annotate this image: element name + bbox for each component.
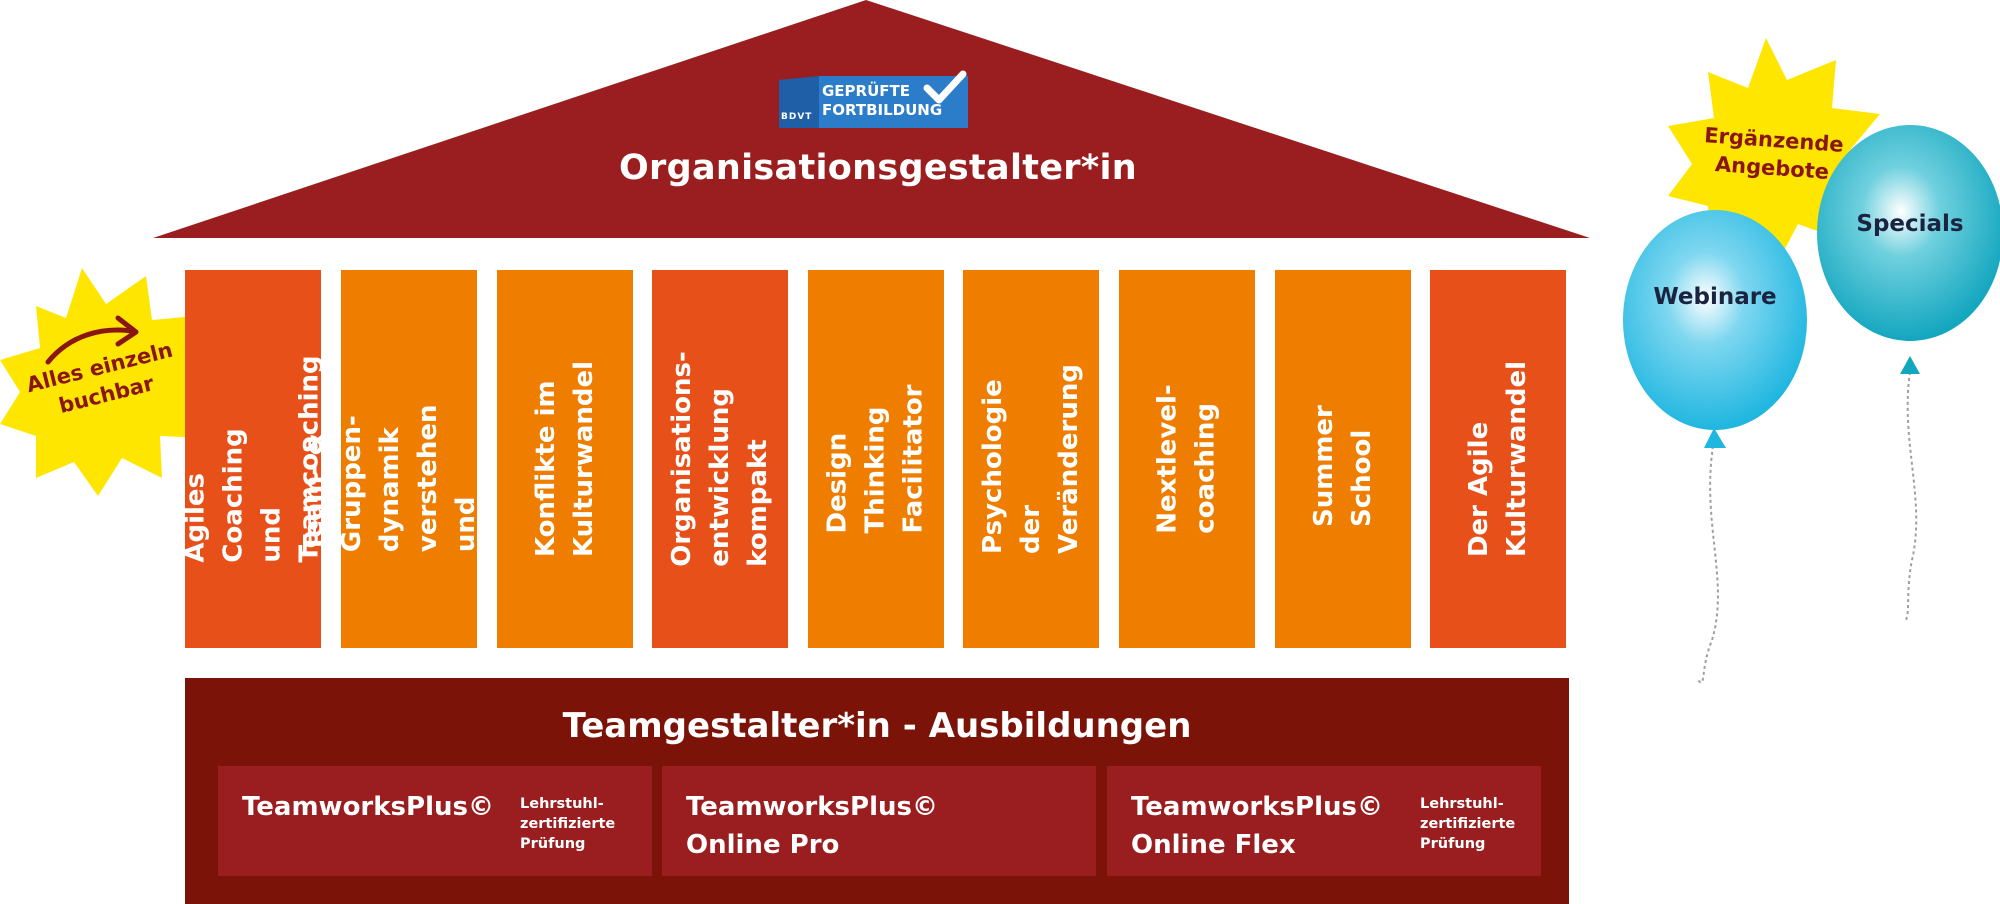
- pillar-design-thinking[interactable]: Design Thinking Facilitator: [808, 270, 944, 648]
- pillar-organisationsentwicklung[interactable]: Organisations- entwicklung kompakt: [652, 270, 788, 648]
- balloon-label-webinare[interactable]: Webinare: [1653, 284, 1777, 310]
- arrow-icon: [45, 327, 135, 365]
- pillar-psychologie[interactable]: Psychologie der Veränderung: [963, 270, 1099, 648]
- pillar-summer-school[interactable]: Summer School: [1275, 270, 1411, 648]
- base-title: Teamgestalter*in - Ausbildungen: [562, 706, 1192, 746]
- pillar-team-gruppendynamik[interactable]: Team- & Gruppen- dynamik verstehen und b…: [299, 270, 519, 648]
- balloon-label-specials[interactable]: Specials: [1856, 211, 1964, 237]
- pillar-label: Nextlevel- coaching: [1153, 384, 1221, 534]
- pillar-label: Summer School: [1309, 405, 1377, 527]
- checkmark-icon: [923, 70, 967, 104]
- pillar-label: Design Thinking Facilitator: [823, 384, 929, 534]
- program-teamworksplus-online-pro[interactable]: TeamworksPlus© Online Pro: [662, 766, 1096, 876]
- starburst-right-text: Ergänzende Angebote: [1703, 123, 1845, 184]
- balloon-webinare: [1623, 210, 1807, 430]
- pillar-agile-kulturwandel[interactable]: Der Agile Kulturwandel: [1430, 270, 1566, 648]
- program-teamworksplus[interactable]: TeamworksPlus© Lehrstuhl- zertifizierte …: [218, 766, 652, 876]
- base-foundation: Teamgestalter*in - Ausbildungen Teamwork…: [185, 678, 1569, 904]
- pillar-label: Team- & Gruppen- dynamik verstehen und b…: [299, 366, 519, 553]
- badge-brand: BDVT: [781, 112, 813, 122]
- pillar-konflikte[interactable]: Konflikte im Kulturwandel: [497, 270, 633, 648]
- pillar-nextlevel-coaching[interactable]: Nextlevel- coaching: [1119, 270, 1255, 648]
- balloon-specials: [1817, 125, 2000, 341]
- program-note: Lehrstuhl- zertifizierte Prüfung: [1420, 796, 1516, 852]
- program-name: TeamworksPlus© Online Pro: [686, 792, 938, 860]
- badge-line2: FORTBILDUNG: [822, 101, 943, 119]
- balloon-string-specials: [1905, 371, 1918, 621]
- badge-shape: [779, 76, 968, 128]
- pillar-label: Psychologie der Veränderung: [978, 364, 1085, 554]
- program-teamworksplus-online-flex[interactable]: TeamworksPlus© Online Flex Lehrstuhl- ze…: [1107, 766, 1541, 876]
- pillar-label: Organisations- entwicklung kompakt: [667, 351, 774, 567]
- program-note: Lehrstuhl- zertifizierte Prüfung: [520, 796, 616, 852]
- balloon-string-webinare: [1697, 439, 1719, 684]
- program-name: TeamworksPlus© Online Flex: [1131, 792, 1383, 860]
- pillar-label: Konflikte im Kulturwandel: [531, 360, 600, 558]
- certification-badge: GEPRÜFTE FORTBILDUNG BDVT: [779, 70, 968, 128]
- program-name: TeamworksPlus©: [242, 792, 494, 822]
- roof-title: Organisationsgestalter*in: [619, 148, 1137, 188]
- pillar-agiles-coaching[interactable]: Agiles Coaching und Teamcoaching: [181, 270, 325, 648]
- pillar-label: Der Agile Kulturwandel: [1464, 360, 1533, 558]
- badge-line1: GEPRÜFTE: [822, 82, 911, 100]
- starburst-left: [0, 268, 214, 496]
